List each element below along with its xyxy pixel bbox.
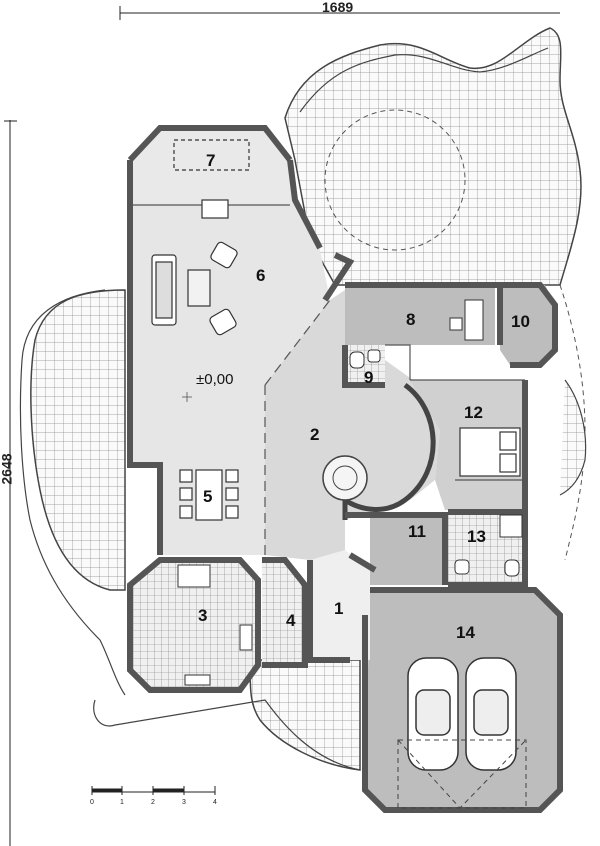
scale-tick-2: 2	[151, 799, 155, 806]
room-label-8: 8	[406, 310, 416, 329]
scale-tick-1: 1	[120, 799, 124, 806]
room-label-3: 3	[198, 606, 208, 625]
bed	[459, 427, 521, 477]
room-label-12: 12	[464, 403, 483, 422]
room-label-9: 9	[364, 368, 374, 387]
dining-furniture	[179, 469, 239, 521]
walls	[127, 125, 563, 813]
room-label-5: 5	[203, 487, 213, 506]
room-4	[262, 560, 305, 665]
room-label-11: 11	[408, 522, 426, 541]
room-10	[500, 285, 555, 365]
room-3-kitchen	[130, 560, 258, 690]
room-label-1: 1	[334, 599, 344, 618]
room-label-13: 13	[467, 527, 486, 546]
room-1-entry	[310, 550, 370, 660]
width-dimension-label: 1689	[322, 0, 354, 15]
scale-tick-4: 4	[213, 799, 217, 806]
room-11	[370, 515, 445, 585]
cars	[407, 657, 517, 771]
room-label-14: 14	[456, 623, 475, 642]
living-dining-area	[130, 128, 330, 555]
elevation-label: ±0,00	[196, 371, 234, 388]
living-furniture	[151, 139, 250, 336]
room-label-2: 2	[310, 425, 320, 444]
scale-tick-3: 3	[182, 799, 186, 806]
room-label-4: 4	[286, 611, 296, 630]
entrance-terrace	[249, 659, 361, 771]
scale-bar-graphic	[91, 786, 216, 795]
room-7	[130, 128, 290, 205]
room-2-hall	[265, 290, 440, 560]
upper-terrace	[284, 27, 582, 286]
room-label-7: 7	[206, 151, 216, 170]
height-dimension-label: 2648	[0, 453, 15, 485]
dimension-lines	[4, 6, 560, 846]
room-label-10: 10	[511, 312, 530, 331]
left-terrace	[30, 289, 126, 591]
room-label-6: 6	[256, 266, 266, 285]
scale-tick-0: 0	[90, 799, 94, 806]
spiral-stairs	[342, 382, 436, 520]
